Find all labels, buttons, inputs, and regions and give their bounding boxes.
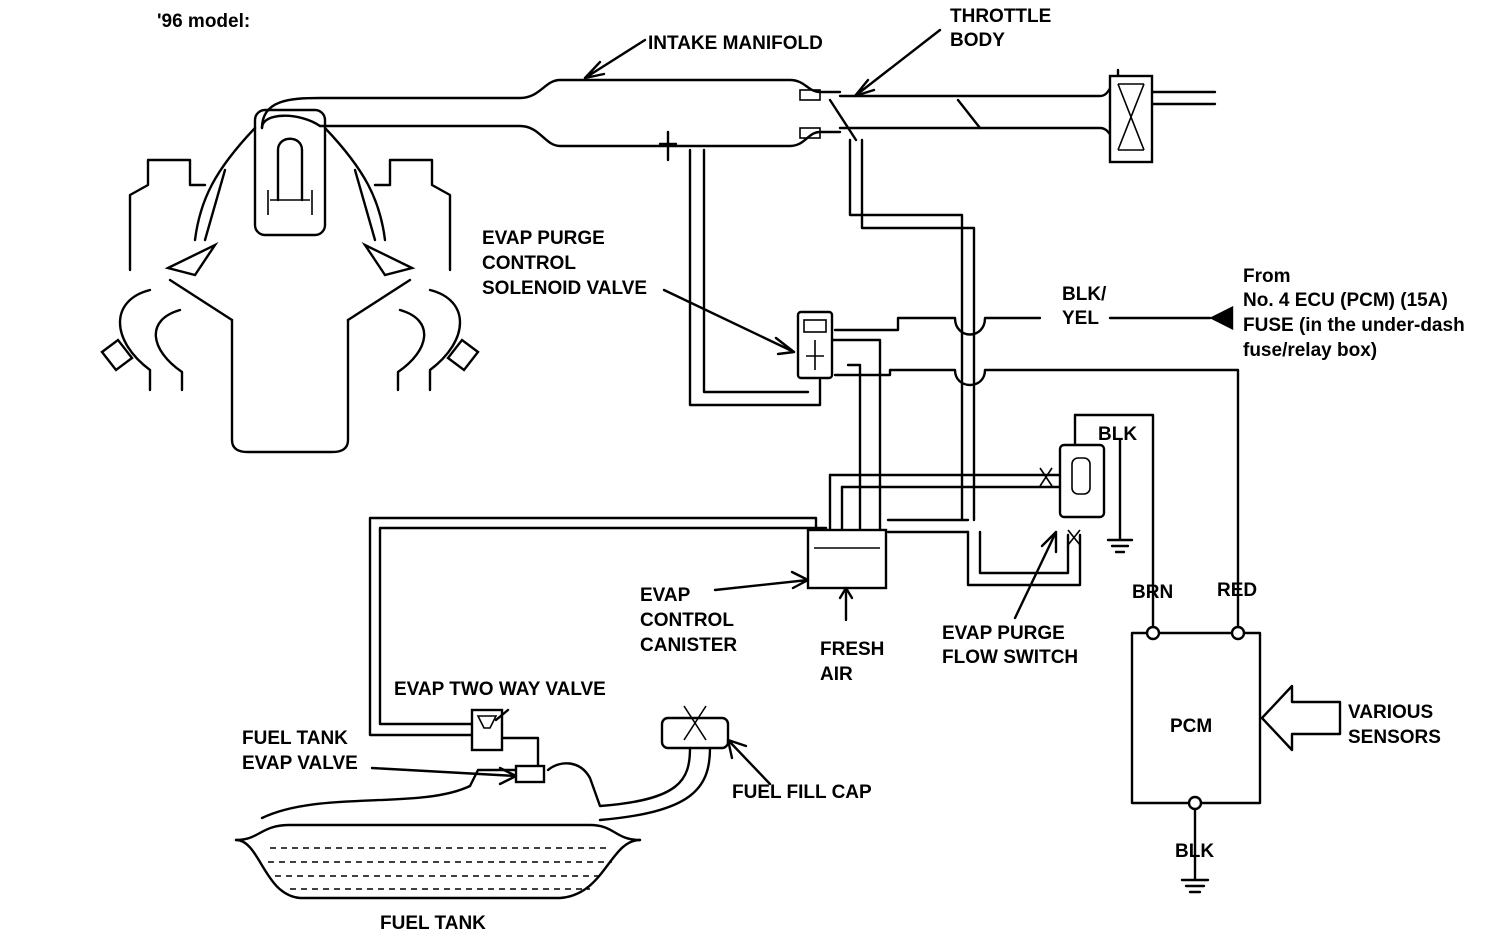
label-pcm: PCM xyxy=(1170,716,1212,737)
label-sensors-2: SENSORS xyxy=(1348,727,1441,748)
label-canister-1: EVAP xyxy=(640,585,691,606)
purge-flow-switch xyxy=(1039,413,1106,546)
label-blk-yel-2: YEL xyxy=(1062,308,1099,329)
label-purge-valve-1: EVAP PURGE xyxy=(482,228,605,249)
evap-canister xyxy=(806,528,888,622)
leader-arrows xyxy=(370,28,1058,786)
label-brn: BRN xyxy=(1132,582,1173,603)
label-two-way-valve: EVAP TWO WAY VALVE xyxy=(394,679,606,700)
label-tank-valve-1: FUEL TANK xyxy=(242,728,348,749)
throttle-body xyxy=(828,68,1217,164)
label-purge-valve-3: SOLENOID VALVE xyxy=(482,278,647,299)
label-fill-cap: FUEL FILL CAP xyxy=(732,782,872,803)
fuel-tank-assembly xyxy=(234,705,730,900)
label-fuel-tank: FUEL TANK xyxy=(380,913,486,934)
labels: '96 model: INTAKE MANIFOLD THROTTLE BODY… xyxy=(157,6,1465,934)
label-flow-switch-2: FLOW SWITCH xyxy=(942,647,1078,668)
engine-block xyxy=(100,108,480,454)
label-tank-valve-2: EVAP VALVE xyxy=(242,753,358,774)
label-throttle-1: THROTTLE xyxy=(950,6,1051,27)
label-purge-valve-2: CONTROL xyxy=(482,253,576,274)
pcm-module xyxy=(1130,625,1342,811)
label-canister-2: CONTROL xyxy=(640,610,734,631)
purge-solenoid-valve xyxy=(796,310,834,380)
label-blk-yel-1: BLK/ xyxy=(1062,284,1107,305)
label-from-2: No. 4 ECU (PCM) (15A) xyxy=(1243,290,1448,311)
label-from-4: fuse/relay box) xyxy=(1243,340,1377,361)
label-canister-3: CANISTER xyxy=(640,635,737,656)
label-throttle-2: BODY xyxy=(950,30,1005,51)
label-from-3: FUSE (in the under-dash xyxy=(1243,315,1465,336)
label-blk-pcm: BLK xyxy=(1175,841,1214,862)
label-red: RED xyxy=(1217,580,1257,601)
label-fresh-air-1: FRESH xyxy=(820,639,884,660)
label-from-1: From xyxy=(1243,266,1291,287)
label-intake-manifold: INTAKE MANIFOLD xyxy=(648,33,823,54)
vacuum-lines xyxy=(368,138,1082,737)
label-blk-switch: BLK xyxy=(1098,424,1137,445)
intake-manifold xyxy=(260,78,842,162)
model-title: '96 model: xyxy=(157,11,250,32)
label-fresh-air-2: AIR xyxy=(820,664,853,685)
label-flow-switch-1: EVAP PURGE xyxy=(942,623,1065,644)
wiring xyxy=(833,306,1240,894)
label-sensors-1: VARIOUS xyxy=(1348,702,1433,723)
